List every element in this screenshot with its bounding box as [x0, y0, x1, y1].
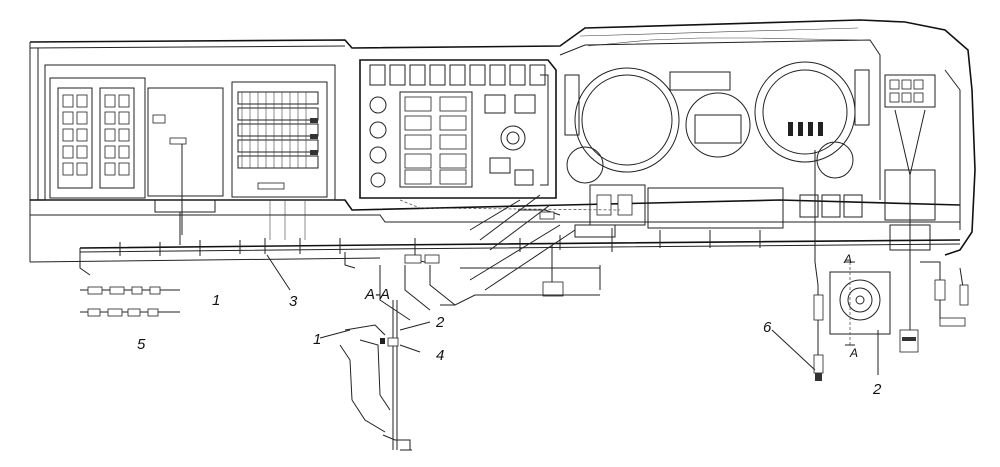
- center-relay-panel: [359, 59, 557, 199]
- section-a-a-detail: [339, 300, 412, 451]
- device-2-right: [829, 261, 919, 353]
- section-projection-lines: [379, 194, 601, 321]
- right-pigtails: [920, 261, 969, 327]
- callout-3-harness: 3: [289, 293, 298, 310]
- harness-5: [80, 286, 180, 317]
- section-title-a-a: A-A: [364, 286, 390, 303]
- callout-6-connector: 6: [763, 319, 772, 336]
- callout-4-section: 4: [436, 347, 444, 364]
- callout-2-right: 2: [872, 381, 882, 398]
- main-wiring-harness: [79, 150, 961, 330]
- cut-mark-a-bottom: A: [849, 346, 858, 360]
- callout-5-harness: 5: [137, 336, 146, 353]
- callout-1-harness: 1: [212, 292, 220, 309]
- leader-lines: [266, 254, 879, 375]
- callout-2-section: 2: [435, 314, 445, 331]
- instrument-cluster: [559, 39, 881, 238]
- callout-1-section: 1: [313, 331, 321, 348]
- connector-6: [813, 285, 824, 381]
- left-fuse-panel: [44, 64, 336, 235]
- cut-mark-a-top: A: [843, 252, 852, 266]
